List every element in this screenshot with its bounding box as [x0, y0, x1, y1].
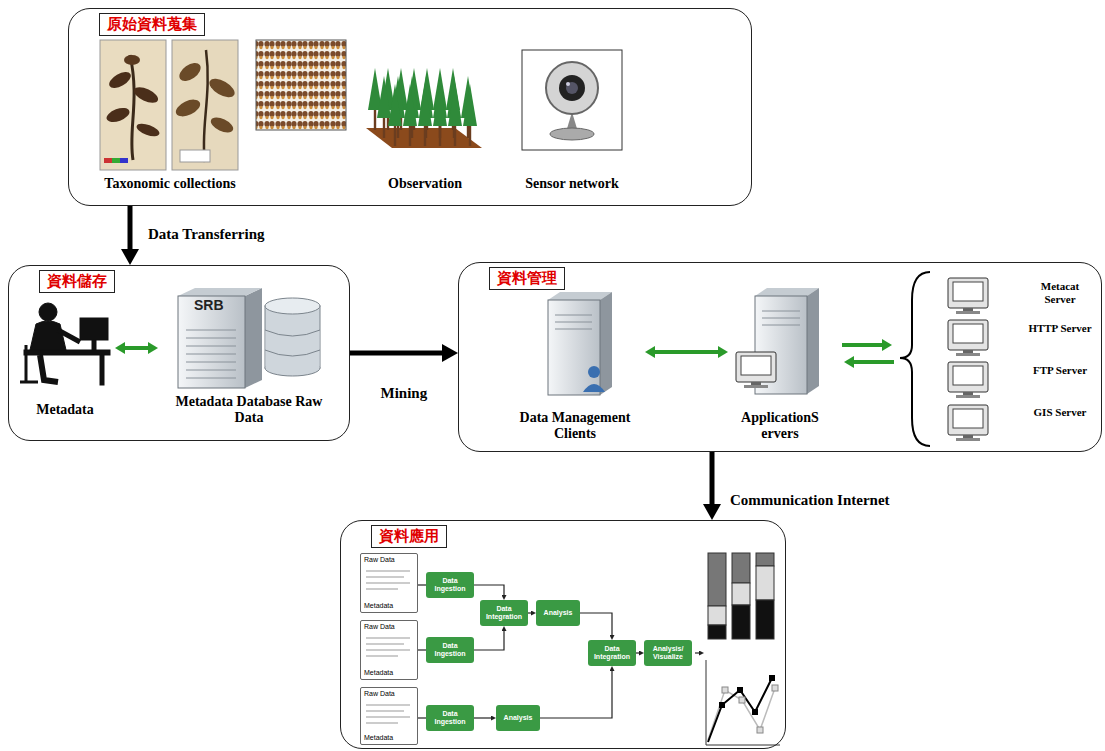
connector [580, 613, 612, 635]
srb-server [178, 288, 262, 388]
image-caption: Sensor network [512, 176, 632, 192]
section-panel: 資料管理 Data Management Clients ApplicationS … [458, 262, 1102, 452]
connector [636, 652, 639, 653]
node-label: Data Integration [482, 605, 526, 620]
double-arrow [842, 345, 894, 362]
section-title: 資料儲存 [39, 270, 115, 293]
connector [474, 631, 504, 650]
forest-plot [366, 68, 482, 148]
bar-chart [708, 553, 774, 639]
process-box: Analysis/ Visualize [644, 640, 692, 666]
connector [125, 346, 148, 350]
edge-label: Mining [379, 385, 430, 402]
node-label: Metadata [17, 402, 113, 418]
node-label: Raw Data [364, 623, 414, 631]
icon-node: Metadata [15, 292, 115, 420]
edge-label: Data Transferring [146, 226, 267, 243]
process-box: Data Ingestion [426, 572, 474, 598]
connector [128, 206, 133, 249]
process-box: Analysis [496, 705, 540, 731]
output-arrow [695, 652, 699, 653]
application-server [736, 288, 819, 394]
section-panel: 資料應用Raw DataMetadataData IngestionData I… [340, 520, 786, 749]
client-server [548, 292, 612, 395]
server-label: FTP Server [1024, 364, 1096, 377]
connector [474, 585, 504, 595]
edge-label-slot: Mining [379, 385, 430, 402]
edge-label: Communication Internet [728, 492, 892, 509]
section-title: 原始資料蒐集 [99, 13, 205, 36]
document-node: Raw DataMetadata [360, 687, 418, 745]
server-icons [948, 278, 988, 441]
herbarium-sheets [100, 40, 238, 170]
connector [528, 612, 531, 613]
node-label: Data Integration [590, 645, 634, 660]
label-slot: HTTP Server [1024, 322, 1096, 335]
process-box: Data Ingestion [426, 637, 474, 663]
label-slot: Taxonomic collections [85, 176, 255, 192]
node-label: Raw Data [364, 556, 414, 564]
node-label: Raw Data [364, 690, 414, 698]
person-at-desk [20, 303, 110, 385]
butterfly-collection [256, 40, 346, 130]
node-label: Data Management Clients [507, 410, 643, 442]
document-node: Raw DataMetadata [360, 620, 418, 680]
label-slot: FTP Server [1024, 364, 1096, 377]
node-label: ApplicationS ervers [730, 410, 830, 442]
connector [710, 452, 715, 504]
section-title: 資料管理 [489, 267, 565, 290]
label-slot: Sensor network [512, 176, 632, 192]
process-box: Analysis [536, 600, 580, 626]
node-label: Analysis [504, 714, 533, 722]
image-caption: Taxonomic collections [85, 176, 255, 192]
node-label: Data Ingestion [428, 642, 472, 657]
node-label: Metadata Database Raw Data [160, 394, 338, 426]
node-label: Metadata [364, 669, 414, 677]
process-box: Data Integration [588, 640, 636, 666]
node-label: Metadata [364, 734, 414, 742]
server-label: Metacat Server [1024, 280, 1096, 305]
section-title: 資料應用 [371, 525, 447, 548]
storage-node: SRB Metadata Database Raw Data [158, 285, 340, 428]
node-label: Data Ingestion [428, 710, 472, 725]
node-label: Data Ingestion [428, 577, 472, 592]
section-panel: 資料儲存 Metadata SRB Metadata Database Raw Dat… [8, 265, 350, 441]
connector [540, 671, 612, 718]
connector [418, 717, 426, 718]
brace [900, 272, 930, 446]
edge-label-slot: Data Transferring [146, 226, 267, 243]
label-slot: Observation [365, 176, 485, 192]
label-slot: Metacat Server [1024, 280, 1096, 305]
webcam-icon [522, 50, 622, 150]
connector [655, 350, 718, 354]
connector [418, 649, 426, 650]
database-cylinder [265, 298, 320, 376]
document-node: Raw DataMetadata [360, 553, 418, 613]
line-chart [706, 660, 780, 745]
connector [474, 717, 491, 718]
node-label: Metadata [364, 602, 414, 610]
node-label: SRB [194, 297, 224, 313]
document-lines [366, 571, 410, 723]
node-label: Analysis [544, 609, 573, 617]
process-box: Data Ingestion [426, 705, 474, 731]
server-label: HTTP Server [1024, 322, 1096, 335]
icon-node: Data Management Clients [505, 292, 645, 444]
connector [350, 351, 442, 356]
image-caption: Observation [365, 176, 485, 192]
connector [418, 584, 426, 585]
process-box: Data Integration [480, 600, 528, 626]
node-label: Analysis/ Visualize [646, 645, 690, 660]
edge-label-slot: Communication Internet [728, 492, 892, 509]
server-label: GIS Server [1024, 406, 1096, 419]
label-slot: GIS Server [1024, 406, 1096, 419]
icon-node: ApplicationS ervers [728, 292, 832, 444]
